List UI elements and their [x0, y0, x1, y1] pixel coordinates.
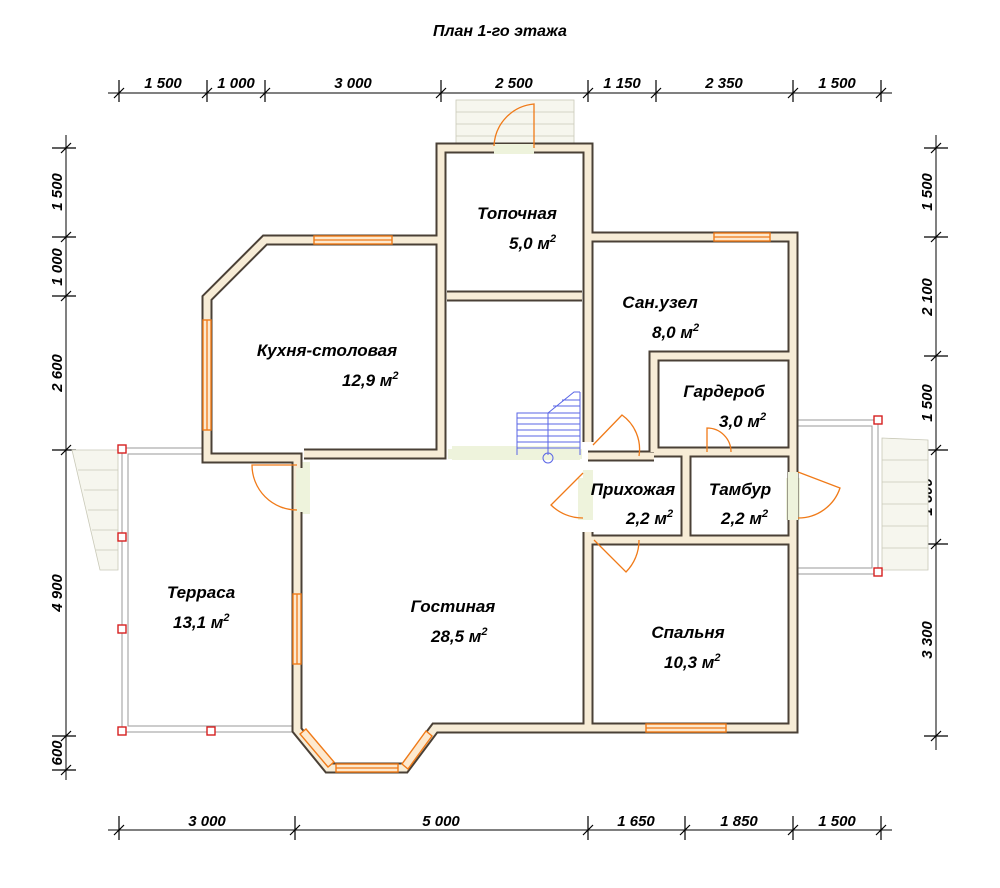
dim-right-5: 3 300 — [919, 621, 936, 659]
room-name-kitchen: Кухня-столовая — [257, 341, 397, 360]
doors — [251, 103, 841, 573]
steps-left — [71, 449, 119, 571]
room-name-terrace: Терраса — [167, 583, 235, 602]
room-name-bedroom: Спальня — [651, 623, 724, 642]
porch-right-outline — [793, 419, 879, 575]
walls — [201, 142, 799, 774]
windows — [202, 232, 771, 773]
dimension-line-top — [108, 80, 892, 102]
dim-left-5: 600 — [49, 740, 66, 766]
dim-top-2: 1 000 — [217, 75, 255, 92]
dim-bottom-3: 1 650 — [617, 813, 655, 830]
room-area-living-room: 28,5 м2 — [430, 626, 488, 646]
room-area-kitchen: 12,9 м2 — [342, 370, 399, 390]
staircase — [516, 391, 581, 464]
entrance-steps-top — [455, 99, 575, 149]
dim-top-1: 1 500 — [144, 75, 182, 92]
plan-title: План 1-го этажа — [433, 23, 567, 40]
room-area-bathroom: 8,0 м2 — [652, 322, 699, 342]
steps-right — [881, 437, 929, 571]
dim-top-4: 2 500 — [494, 75, 533, 92]
room-area-vestibule: 2,2 м2 — [720, 508, 768, 528]
dim-left-2: 1 000 — [49, 248, 66, 286]
dim-left-4: 4 900 — [49, 574, 66, 613]
dim-top-7: 1 500 — [818, 75, 856, 92]
dim-top-3: 3 000 — [334, 75, 372, 92]
dim-right-1: 1 500 — [919, 173, 936, 211]
dim-bottom-1: 3 000 — [188, 813, 226, 830]
room-area-terrace: 13,1 м2 — [173, 612, 230, 632]
terrace-posts — [117, 415, 883, 736]
dim-right-2: 2 100 — [919, 278, 936, 317]
dim-top-6: 2 350 — [704, 75, 743, 92]
dim-bottom-5: 1 500 — [818, 813, 856, 830]
room-name-bathroom: Сан.узел — [622, 293, 698, 312]
room-area-hallway: 2,2 м2 — [625, 508, 673, 528]
room-area-boiler: 5,0 м2 — [509, 233, 556, 253]
dim-bottom-4: 1 850 — [720, 813, 758, 830]
room-name-hallway: Прихожая — [591, 480, 675, 499]
room-name-wardrobe: Гардероб — [683, 382, 765, 401]
dim-top-5: 1 150 — [603, 75, 641, 92]
room-name-boiler: Топочная — [477, 204, 557, 223]
room-area-wardrobe: 3,0 м2 — [719, 411, 766, 431]
dimension-line-bottom — [108, 816, 892, 840]
dim-right-3: 1 500 — [919, 384, 936, 422]
dimension-line-left — [52, 135, 76, 780]
wall-gaps — [296, 144, 798, 520]
room-name-living-room: Гостиная — [411, 597, 496, 616]
dim-left-3: 2 600 — [49, 354, 66, 393]
room-area-bedroom: 10,3 м2 — [664, 652, 721, 672]
dim-bottom-2: 5 000 — [422, 813, 460, 830]
dim-left-1: 1 500 — [49, 173, 66, 211]
room-name-vestibule: Тамбур — [709, 480, 771, 499]
